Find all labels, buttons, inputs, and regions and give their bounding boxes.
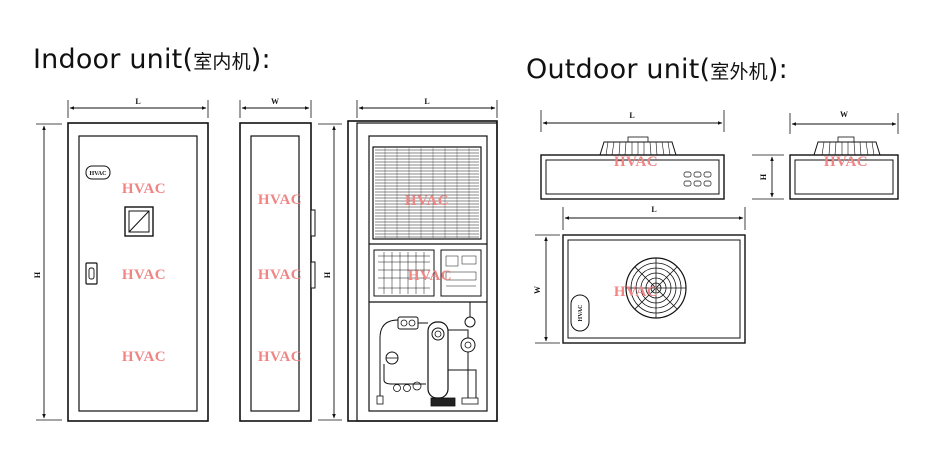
watermark: HVAC [122,267,166,283]
outdoor-top-badge-text: HVAC [578,305,584,322]
watermark: HVAC [122,181,166,197]
indoor-side-height-label: H [323,271,332,278]
watermark: HVAC [614,284,658,300]
watermark: HVAC [405,193,449,209]
outdoor-side-height-label: H [759,173,768,180]
watermark: HVAC [824,154,868,170]
outdoor-front-length-label: L [629,111,634,120]
compressor [427,321,449,399]
outdoor-side-view [752,113,899,200]
outdoor-title-cn: 室外机 [710,61,768,83]
indoor-side-view [239,100,342,422]
indoor-front-badge [85,165,111,180]
evaporator-coil [372,146,482,240]
indoor-front-badge-text: HVAC [90,171,107,177]
indoor-display-window [124,206,154,237]
indoor-front-view [36,100,209,422]
indoor-internal-length-label: L [424,97,429,106]
outdoor-front-view [540,110,725,200]
indoor-side-width-label: W [271,97,279,106]
outdoor-title-suffix: ): [767,54,788,85]
indoor-title-suffix: ): [250,44,271,75]
outdoor-connection-ports [683,171,712,187]
indoor-title-cn: 室内机 [193,51,251,73]
watermark: HVAC [258,192,302,208]
outdoor-fan-grille [625,257,687,319]
outdoor-unit-title: Outdoor unit(室外机): [526,54,788,85]
indoor-internal-view [347,100,498,422]
watermark: HVAC [258,267,302,283]
watermark: HVAC [408,268,452,284]
indoor-door-handle [85,262,98,285]
indoor-front-height-label: H [33,271,42,278]
watermark: HVAC [614,154,658,170]
indoor-title-prefix: Indoor unit( [33,44,194,75]
outdoor-side-width-label: W [840,110,848,119]
electrical-panel-right [440,249,482,297]
watermark: HVAC [122,349,166,365]
outdoor-top-width-label: W [533,286,542,294]
indoor-unit-title: Indoor unit(室内机): [33,44,271,75]
watermark: HVAC [258,349,302,365]
pressure-gauge [460,337,476,353]
outdoor-title-prefix: Outdoor unit( [526,54,711,85]
outdoor-top-length-label: L [651,205,656,214]
outdoor-top-badge [570,294,590,332]
electrical-panel-left [373,249,435,297]
indoor-front-length-label: L [135,97,140,106]
outdoor-top-view [535,207,746,344]
